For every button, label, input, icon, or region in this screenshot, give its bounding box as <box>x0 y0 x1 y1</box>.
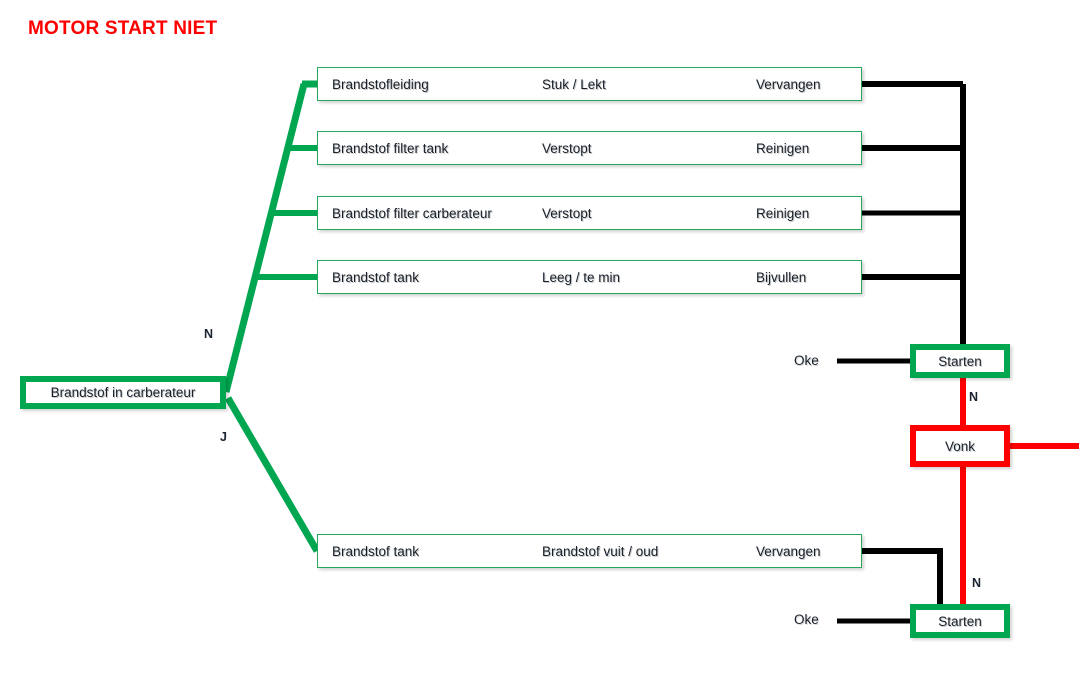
fault-component: Brandstof filter carberateur <box>332 205 492 221</box>
oke-label-top: Oke <box>794 353 819 368</box>
fault-row[interactable]: Brandstof filter carberateur Verstopt Re… <box>317 196 862 230</box>
root-node-label: Brandstof in carberateur <box>50 385 196 400</box>
green-trunk-upper <box>222 83 308 393</box>
fault-action: Bijvullen <box>756 269 807 285</box>
starten-bottom-label: Starten <box>938 613 982 629</box>
fault-action: Vervangen <box>756 76 821 92</box>
fault-action: Reinigen <box>756 205 810 221</box>
fault-action: Vervangen <box>756 543 821 559</box>
node-vonk[interactable]: Vonk <box>910 425 1010 467</box>
node-starten-top[interactable]: Starten <box>910 344 1010 378</box>
node-starten-bottom[interactable]: Starten <box>910 604 1010 638</box>
fault-component: Brandstof tank <box>332 543 420 559</box>
fault-component: Brandstof filter tank <box>332 140 449 156</box>
fault-row[interactable]: Brandstof tank Brandstof vuit / oud Verv… <box>317 534 862 568</box>
fault-symptom: Stuk / Lekt <box>542 76 606 92</box>
fault-row[interactable]: Brandstof filter tank Verstopt Reinigen <box>317 131 862 165</box>
black-lead-bottom-row <box>862 548 943 611</box>
fault-row[interactable]: Brandstofleiding Stuk / Lekt Vervangen <box>317 67 862 101</box>
fault-symptom: Brandstof vuit / oud <box>542 543 659 559</box>
fault-symptom: Verstopt <box>542 205 592 221</box>
fault-component: Brandstofleiding <box>332 76 429 92</box>
oke-label-bottom: Oke <box>794 612 819 627</box>
branch-label-n-upper: N <box>204 327 214 341</box>
branch-label-n-bottom: N <box>972 576 982 590</box>
fault-component: Brandstof tank <box>332 269 420 285</box>
fault-symptom: Verstopt <box>542 140 592 156</box>
node-brandstof-in-carberateur[interactable]: Brandstof in carberateur <box>20 376 226 409</box>
fault-action: Reinigen <box>756 140 810 156</box>
page-title: MOTOR START NIET <box>28 18 218 39</box>
fault-symptom: Leeg / te min <box>542 269 621 285</box>
green-trunk-lower <box>224 396 321 553</box>
branch-label-n-vonk: N <box>969 390 979 404</box>
branch-label-j-lower: J <box>220 430 227 444</box>
vonk-label: Vonk <box>944 438 976 454</box>
starten-top-label: Starten <box>938 353 982 369</box>
fault-row[interactable]: Brandstof tank Leeg / te min Bijvullen <box>317 260 862 294</box>
